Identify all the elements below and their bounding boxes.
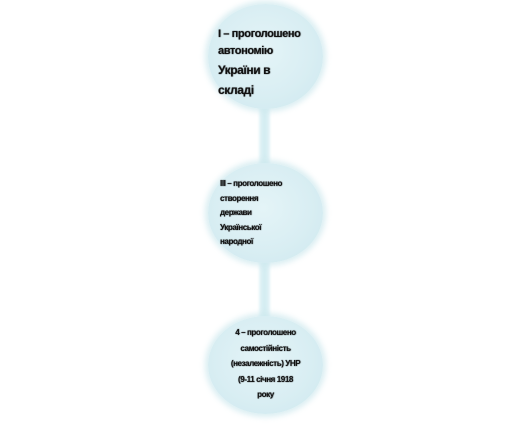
- node-3-line: (незалежність) УНР: [230, 359, 301, 368]
- node-1-line: України в: [218, 63, 271, 77]
- node-3-text: 4 – проголошено самостійність (незалежні…: [214, 325, 317, 403]
- node-2: [208, 163, 323, 263]
- node-3-line: року: [257, 390, 274, 399]
- node-3-line: самостійність: [240, 343, 291, 353]
- node-2-line: ІІІ – проголошено: [220, 179, 282, 188]
- node-2-line: створення: [220, 193, 259, 203]
- node-3-line: 4 – проголошено: [235, 328, 296, 337]
- connector-1-2: [259, 106, 270, 172]
- node-3-line: (9-11 січня 1918: [238, 374, 293, 384]
- node-2-line: Української: [220, 222, 262, 232]
- node-1-line: автономію: [218, 45, 273, 57]
- node-2-text: ІІІ – проголошено створення держави Укра…: [220, 177, 282, 250]
- node-1-line: складі: [218, 83, 254, 97]
- node-2-line: народної: [220, 237, 253, 246]
- connector-2-3: [259, 256, 270, 326]
- node-1: [208, 4, 323, 109]
- node-2-line: держави: [220, 208, 252, 217]
- node-1-line: І – проголошено: [218, 28, 301, 40]
- node-3: [208, 316, 323, 414]
- node-1-text: І – проголошено автономію України в скла…: [218, 26, 301, 100]
